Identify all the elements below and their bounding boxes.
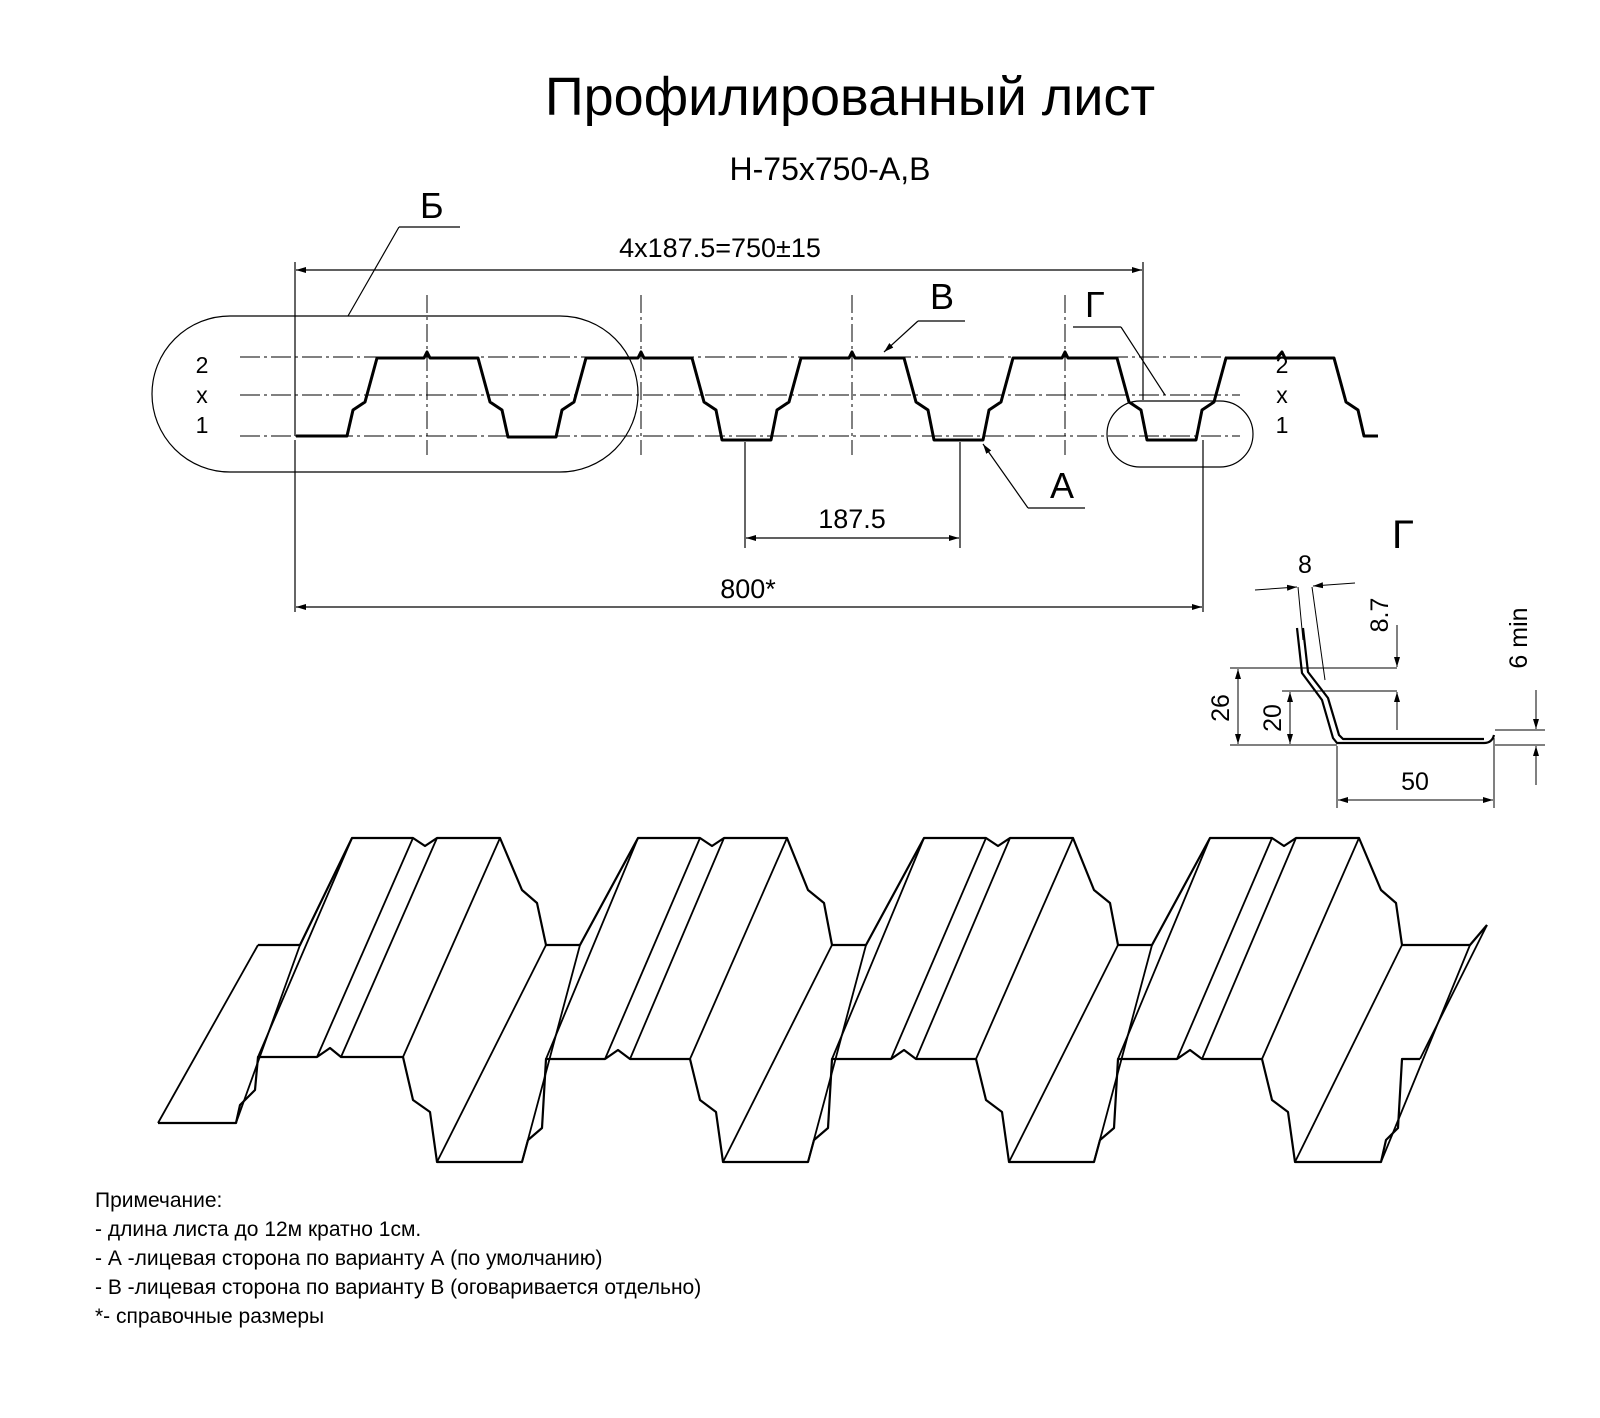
page-subtitle: Н-75х750-А,В [730,151,931,187]
iso-front-profile [158,1046,1420,1164]
detail-g-shape [1295,627,1496,745]
dimension-pitch-label: 187.5 [818,504,886,534]
svg-text:1: 1 [1276,412,1289,438]
detail-g-helpers [1230,586,1545,808]
dimension-8-label: 8 [1298,551,1312,579]
dimension-total [294,262,1144,436]
reference-lines [240,356,1320,437]
leader-v [883,320,965,353]
leader-g [1073,326,1166,396]
profile-line [296,350,1378,442]
svg-text:2: 2 [196,352,209,378]
label-v: В [930,276,954,317]
note-line: - В -лицевая сторона по варианту В (огов… [95,1276,702,1299]
dimension-20-label: 20 [1259,704,1287,732]
dimension-pitch [744,442,961,548]
note-line: - А -лицевая сторона по варианту А (по у… [95,1247,603,1270]
label-g: Г [1085,284,1105,325]
dimension-total-label: 4х187.5=750±15 [619,233,821,263]
center-lines [426,295,1066,455]
dimension-overall-label: 800* [720,574,776,604]
scale-right: 2 х 1 [1276,352,1289,438]
page-title: Профилированный лист [545,67,1155,127]
dimension-50-label: 50 [1401,768,1429,796]
dimension-8 [1254,582,1356,591]
detail-g: Г 8 8.7 [1207,513,1545,808]
notes-block: Примечание: - длина листа до 12м кратно … [95,1186,701,1331]
label-a: А [1050,465,1074,506]
svg-text:х: х [196,382,208,408]
dimension-overall [294,440,1204,612]
detail-g-outline [1106,400,1254,468]
svg-text:х: х [1276,382,1288,408]
detail-g-label: Г [1392,513,1414,557]
notes-heading: Примечание: [95,1189,223,1212]
detail-b-outline [151,315,639,473]
isometric-view [157,836,1488,1164]
svg-text:2: 2 [1276,352,1289,378]
note-line: *- справочные размеры [95,1305,325,1328]
iso-edges [157,837,1488,1163]
svg-text:1: 1 [196,412,209,438]
leader-a [982,443,1085,509]
profile-cross-section: 4х187.5=750±15 187.5 800* Б В [151,185,1378,612]
leader-b [347,226,460,317]
dimension-26-label: 26 [1207,694,1235,722]
dimension-6min-label: 6 min [1505,607,1533,668]
iso-back-profile [258,836,1488,947]
dimension-8-7-label: 8.7 [1366,598,1394,633]
note-line: - длина листа до 12м кратно 1см. [95,1218,422,1241]
scale-left: 2 х 1 [196,352,209,438]
label-b: Б [420,185,444,226]
